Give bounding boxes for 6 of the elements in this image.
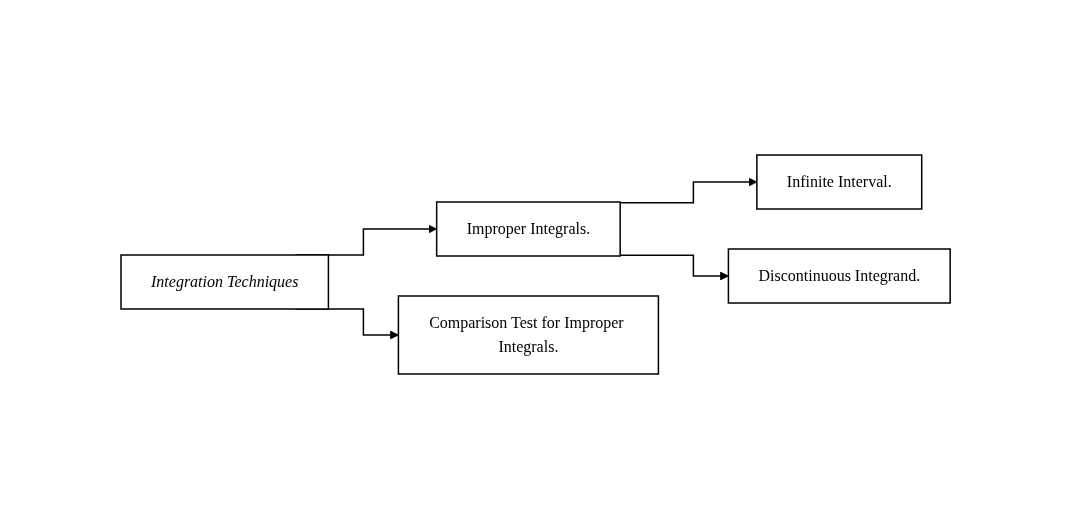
arrow: [619, 177, 758, 204]
node-box: Discontinuous Integrand.: [728, 248, 952, 304]
node-box: Improper Integrals.: [436, 201, 622, 257]
node-box: Integration Techniques: [120, 254, 330, 310]
node-box: Infinite Interval.: [756, 154, 923, 210]
node-box: Comparison Test for Improper Integrals.: [398, 295, 660, 375]
